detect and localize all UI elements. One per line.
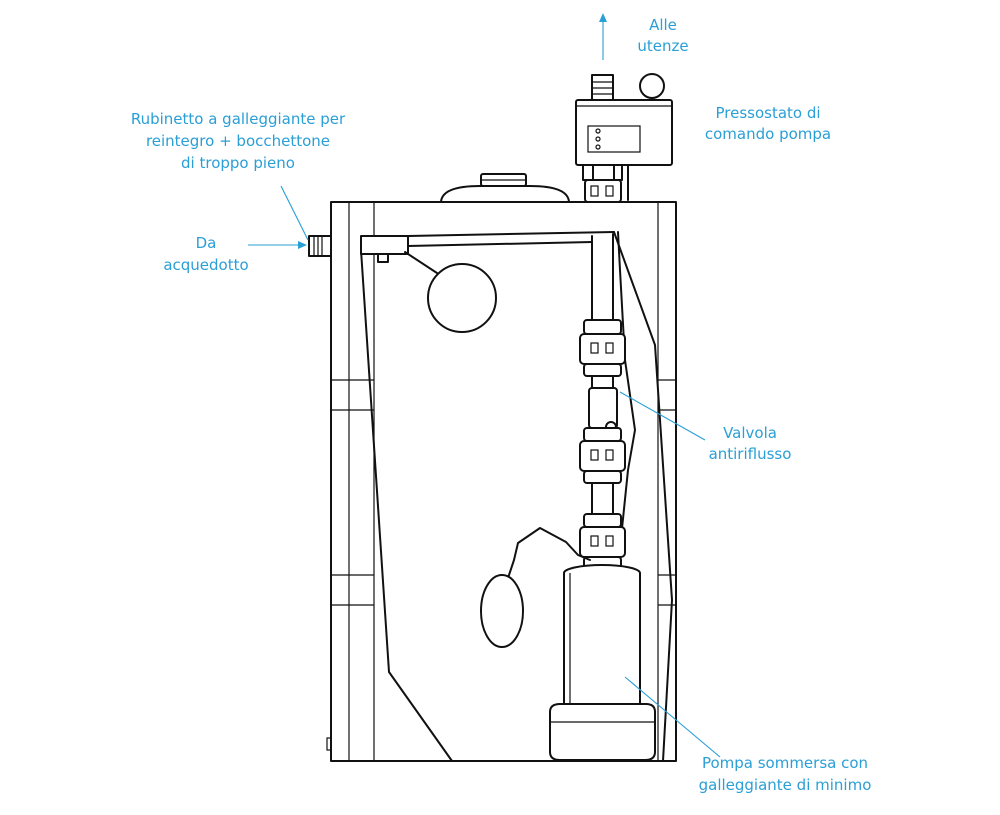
outlet-fitting [591,74,614,101]
minimum-float [480,527,591,648]
union-fitting-upper [579,319,626,377]
leader-pump [624,676,721,758]
leader-float-tap [280,185,309,241]
leader-check-valve [619,391,706,441]
union-fitting-middle [579,427,626,484]
submersible-pump [549,564,656,761]
union-fitting-lower [579,513,626,570]
label-float-tap-line2: reintegro + bocchettone [146,132,330,150]
pressure-switch-union [584,179,622,203]
label-inlet: Da acquedotto [163,234,248,274]
top-pipe [407,231,615,247]
label-inlet-line2: acquedotto [163,256,248,274]
float-tap [360,235,497,333]
label-check-valve: Valvola antiriflusso [709,424,792,463]
leader-inlet [248,241,307,249]
label-float-tap: Rubinetto a galleggiante per reintegro +… [131,110,346,172]
label-float-tap-line3: di troppo pieno [181,154,295,172]
label-pump-line1: Pompa sommersa con [702,754,868,772]
label-outlet-line2: utenze [637,37,688,55]
label-pressure-switch-line2: comando pompa [705,125,831,143]
label-pump-line2: galleggiante di minimo [699,776,872,794]
label-float-tap-line1: Rubinetto a galleggiante per [131,110,346,128]
tank-inner-wall [360,231,673,762]
leader-outlet [599,13,607,60]
check-valve-body [588,387,618,433]
label-check-valve-line2: antiriflusso [709,445,792,463]
label-outlet: Alle utenze [637,16,688,55]
label-pressure-switch-line1: Pressostato di [715,104,820,122]
tank-lid [440,173,570,203]
label-check-valve-line1: Valvola [723,424,777,442]
inlet-fitting [308,235,332,257]
pressure-switch-box [575,99,673,201]
label-outlet-line1: Alle [649,16,677,34]
label-pressure-switch: Pressostato di comando pompa [705,104,831,143]
label-pump: Pompa sommersa con galleggiante di minim… [699,754,872,794]
label-inlet-line1: Da [196,234,217,252]
